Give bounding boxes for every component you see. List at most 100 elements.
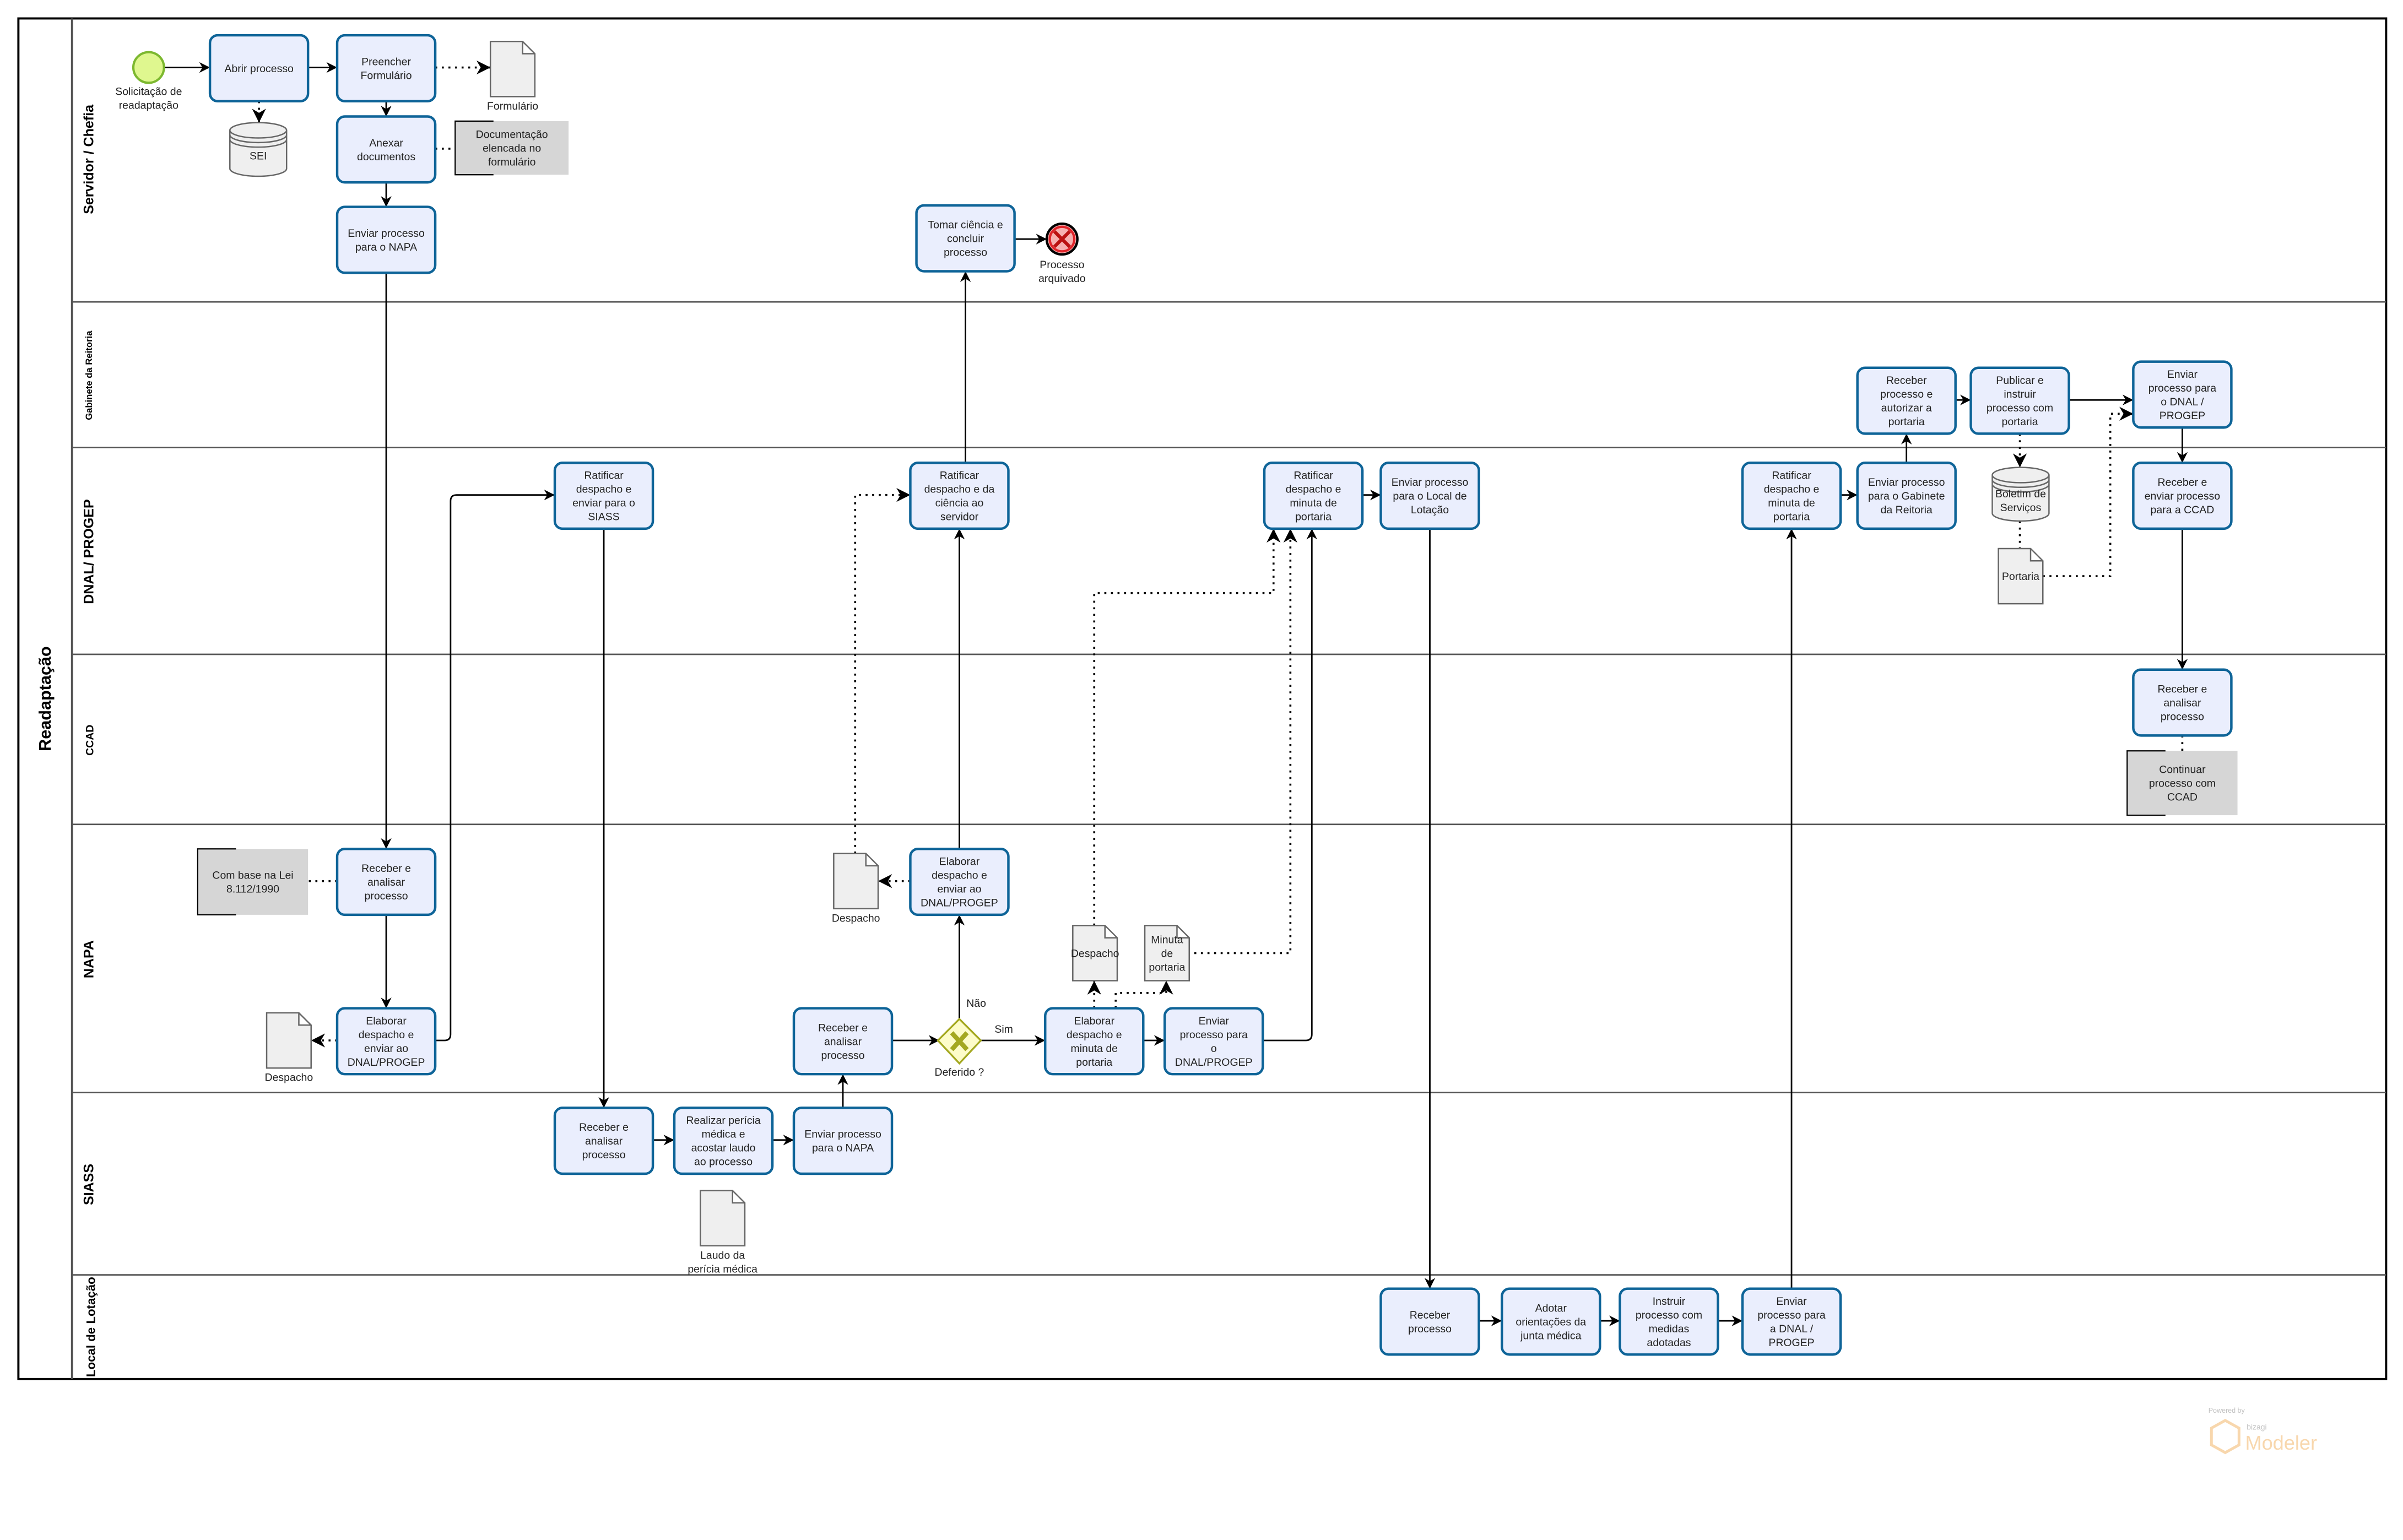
label-line: Enviar processo	[1392, 476, 1469, 489]
start-event[interactable]	[132, 51, 165, 84]
document-icon	[266, 1012, 312, 1069]
label-line: perícia médica	[688, 1263, 757, 1275]
label-line: Serviços	[2000, 502, 2042, 514]
document-despacho-2[interactable]: Despacho	[832, 853, 880, 925]
lanes: Servidor / Chefia Gabinete da Reitoria D…	[72, 104, 2386, 1377]
gateway-label: Deferido ?	[935, 1066, 984, 1078]
document-despacho-3[interactable]: Despacho	[1071, 925, 1119, 982]
label-line: Enviar	[1776, 1295, 1807, 1308]
label-line: Publicar e	[1996, 375, 2044, 387]
pool-title: Readaptação	[36, 646, 55, 751]
gateway-no-label: Não	[966, 997, 986, 1010]
label-line: adotadas	[1647, 1337, 1691, 1349]
lane-siass: SIASS	[82, 1164, 97, 1205]
label-line: para o Local de	[1393, 490, 1466, 502]
label-line: Receber	[1886, 375, 1927, 387]
label-line: Despacho	[265, 1072, 313, 1084]
label: SEI	[250, 150, 267, 162]
label-line: Elaborar	[366, 1015, 407, 1027]
label-line: Ratificar	[584, 469, 624, 481]
pool: Readaptação	[17, 17, 2388, 1380]
label-line: o	[1211, 1043, 1217, 1055]
label-line: Ratificar	[1293, 469, 1333, 481]
lane-servidor-chefia: Servidor / Chefia	[82, 104, 97, 214]
label-line: concluir	[947, 233, 984, 245]
label-line: Lotação	[1411, 504, 1449, 516]
label-line: processo com	[2149, 778, 2216, 790]
label-line: Receber e	[579, 1121, 629, 1134]
label-line: Ratificar	[1772, 469, 1811, 481]
document-formulario[interactable]: Formulário	[487, 40, 538, 112]
gateway-deferido[interactable]	[937, 1017, 982, 1065]
label-line: despacho e	[1067, 1029, 1122, 1041]
label-line: processo para	[1180, 1029, 1248, 1041]
label-line: elencada no	[483, 143, 541, 155]
document-despacho-1[interactable]: Despacho	[265, 1012, 313, 1084]
label-line: processo para	[2148, 382, 2217, 394]
powered-by-text: Powered by	[2209, 1407, 2245, 1414]
label-line: Receber e	[361, 863, 411, 875]
label-line: despacho e	[932, 870, 987, 882]
database-icon	[229, 122, 288, 177]
task-abrir-processo[interactable]: Abrir processo	[208, 34, 310, 102]
label-line: despacho e	[1286, 483, 1341, 495]
end-event[interactable]	[1045, 223, 1079, 256]
lane-local-lotacao: Local de Lotação	[84, 1277, 98, 1377]
label-line: para a CCAD	[2151, 504, 2215, 516]
label-line: instruir	[2004, 388, 2036, 400]
label-line: portaria	[1888, 416, 1925, 428]
datastore-sei[interactable]: SEI	[229, 122, 288, 177]
document-portaria[interactable]: Portaria	[1998, 547, 2044, 605]
label-line: formulário	[488, 156, 536, 169]
label-line: Continuar	[2159, 764, 2206, 776]
label-line: minuta de	[1071, 1043, 1118, 1055]
label: Despacho	[832, 912, 880, 924]
label-line: portaria	[1149, 961, 1185, 973]
label-line: autorizar a	[1881, 402, 1932, 414]
label-line: processo e	[1880, 388, 1933, 400]
label-line: DNAL/PROGEP	[1175, 1056, 1253, 1069]
